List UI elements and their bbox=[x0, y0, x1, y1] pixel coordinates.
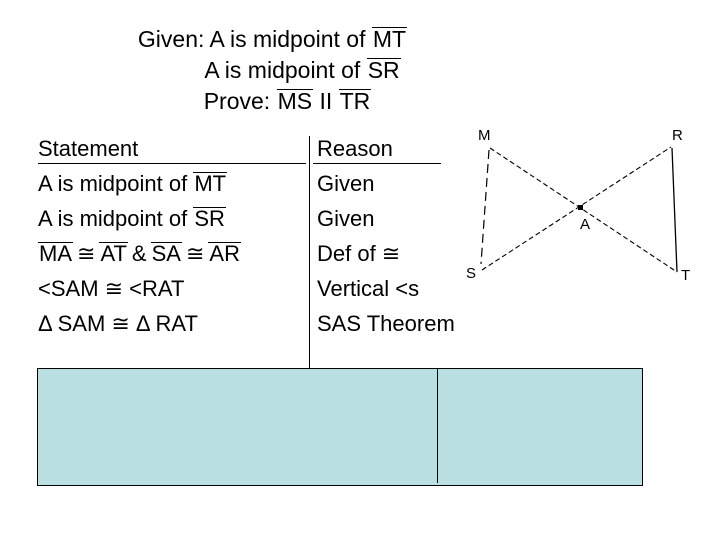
reason-cell-1: Given bbox=[317, 171, 375, 196]
given-line-1-overbar-mt: MT bbox=[371, 26, 408, 52]
statement-1-text: A is midpoint of bbox=[38, 171, 194, 196]
prove-line: Prove: MS II TR bbox=[0, 86, 545, 117]
table-row: <SAM ≅ <RAT Vertical <s bbox=[37, 273, 457, 308]
segment-mt bbox=[489, 147, 678, 273]
vertex-label-a: A bbox=[580, 216, 591, 233]
prove-overbar-ms: MS bbox=[276, 88, 314, 114]
statement-cell-5: Δ SAM ≅ Δ RAT bbox=[38, 311, 198, 336]
vertex-label-m: M bbox=[478, 127, 491, 144]
blank-answer-divider bbox=[437, 369, 438, 483]
statement-3-congruent-1: ≅ bbox=[77, 241, 96, 266]
given-line-2-text: A is midpoint of bbox=[204, 57, 367, 83]
prove-parallel-symbol: II bbox=[313, 88, 339, 114]
table-column-divider bbox=[309, 136, 310, 368]
statement-3-congruent-2: ≅ bbox=[185, 241, 205, 266]
geometry-diagram-svg bbox=[480, 146, 678, 273]
table-row: MA≅AT&SA≅AR Def of ≅ bbox=[37, 238, 457, 273]
prove-line-prefix: Prove: bbox=[203, 88, 277, 114]
statement-cell-1: A is midpoint of MT bbox=[38, 168, 306, 199]
reason-cell-3: Def of ≅ bbox=[317, 241, 401, 266]
vertex-label-r: R bbox=[672, 127, 683, 144]
statement-3-overbar-sa: SA bbox=[150, 241, 182, 266]
column-header-statement: Statement bbox=[38, 136, 139, 161]
proof-table: Statement Reason A is midpoint of MT Giv… bbox=[37, 133, 457, 343]
statement-3-overbar-ar: AR bbox=[208, 241, 241, 266]
given-prove-block: Given: A is midpoint of MT A is midpoint… bbox=[0, 24, 545, 117]
reason-cell-2: Given bbox=[317, 206, 375, 231]
statement-cell-4: <SAM ≅ <RAT bbox=[38, 276, 185, 301]
vertex-label-t: T bbox=[681, 267, 691, 284]
statement-3-ampersand: & bbox=[131, 241, 147, 266]
given-line-1-text: Given: A is midpoint of bbox=[137, 26, 372, 52]
reason-cell-4: Vertical <s bbox=[317, 276, 420, 301]
statement-2-overbar-sr: SR bbox=[193, 206, 226, 231]
blank-answer-box[interactable] bbox=[37, 368, 643, 486]
reason-cell-5: SAS Theorem bbox=[317, 311, 455, 336]
column-header-reason: Reason bbox=[317, 136, 393, 161]
geometry-diagram: M R S T A bbox=[450, 120, 712, 305]
segment-rt bbox=[671, 147, 678, 273]
table-row: Δ SAM ≅ Δ RAT SAS Theorem bbox=[37, 308, 457, 343]
midpoint-marker-a bbox=[578, 205, 583, 210]
statement-1-overbar-mt: MT bbox=[193, 171, 228, 196]
given-line-1: Given: A is midpoint of MT bbox=[0, 24, 545, 55]
statement-3-overbar-ma: MA bbox=[38, 241, 73, 266]
segment-sr bbox=[481, 146, 672, 271]
statement-cell-2: A is midpoint of SR bbox=[38, 203, 306, 234]
given-line-2-overbar-sr: SR bbox=[366, 57, 401, 83]
given-line-2: A is midpoint of SR bbox=[0, 55, 545, 86]
prove-overbar-tr: TR bbox=[338, 88, 372, 114]
statement-cell-3: MA≅AT&SA≅AR bbox=[38, 238, 306, 269]
statement-2-text: A is midpoint of bbox=[38, 206, 194, 231]
table-header-row: Statement Reason bbox=[37, 133, 457, 168]
vertex-label-s: S bbox=[466, 265, 477, 282]
segment-ms bbox=[480, 149, 490, 265]
reason-header-underline bbox=[313, 163, 441, 164]
statement-3-overbar-at: AT bbox=[99, 241, 128, 266]
statement-header-underline bbox=[38, 163, 306, 164]
table-row: A is midpoint of SR Given bbox=[37, 203, 457, 238]
table-row: A is midpoint of MT Given bbox=[37, 168, 457, 203]
